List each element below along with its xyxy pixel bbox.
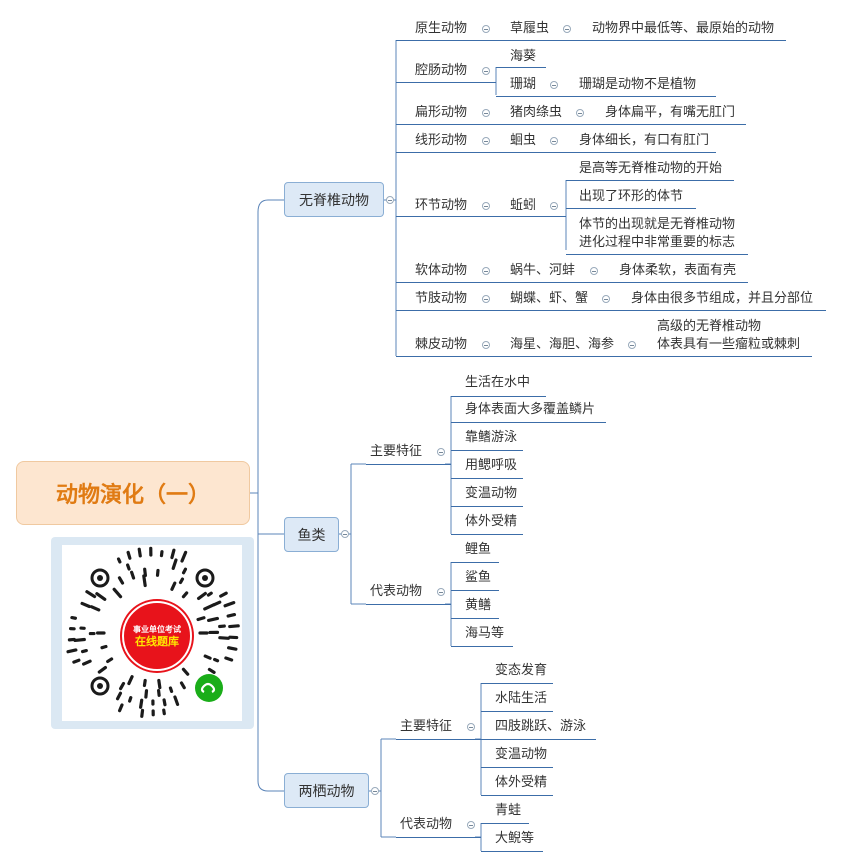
topic-platyhelminthes[interactable]: 扁形动物 — [415, 105, 468, 120]
note-annelida-3[interactable]: 体节的出现就是无脊椎动物 — [579, 217, 736, 232]
qr-pattern-icon — [66, 546, 240, 718]
note-coral[interactable]: 珊瑚是动物不是植物 — [579, 77, 697, 92]
fish-example-4[interactable]: 海马等 — [465, 626, 505, 641]
amphibian-feature-2[interactable]: 水陆生活 — [495, 691, 548, 706]
collapse-toggle-invertebrate[interactable] — [386, 196, 394, 204]
amphibian-feature-1[interactable]: 变态发育 — [495, 663, 548, 678]
collapse-toggle-fish[interactable] — [341, 530, 349, 538]
qr-code: 事业单位考试 在线题库 — [62, 545, 242, 721]
collapse-toggle[interactable] — [482, 295, 490, 303]
amphibian-feature-4[interactable]: 变温动物 — [495, 747, 548, 762]
branch-invertebrate[interactable]: 无脊椎动物 — [284, 182, 384, 217]
collapse-toggle[interactable] — [576, 109, 584, 117]
topic-fish-examples[interactable]: 代表动物 — [370, 584, 423, 599]
topic-amphibian-features[interactable]: 主要特征 — [400, 719, 453, 734]
topic-nematoda[interactable]: 线形动物 — [415, 133, 468, 148]
collapse-toggle[interactable] — [590, 267, 598, 275]
note-echinodermata-1[interactable]: 高级的无脊椎动物 — [657, 319, 762, 334]
branch-amphibian[interactable]: 两栖动物 — [284, 773, 369, 808]
topic-protozoa[interactable]: 原生动物 — [415, 21, 468, 36]
topic-arthropoda[interactable]: 节肢动物 — [415, 291, 468, 306]
collapse-toggle[interactable] — [628, 341, 636, 349]
collapse-toggle[interactable] — [550, 202, 558, 210]
qr-center-badge: 事业单位考试 在线题库 — [122, 601, 192, 671]
fish-feature-3[interactable]: 靠鳍游泳 — [465, 430, 518, 445]
note-mollusca[interactable]: 身体柔软，表面有壳 — [619, 263, 737, 278]
fish-feature-6[interactable]: 体外受精 — [465, 514, 518, 529]
collapse-toggle[interactable] — [482, 67, 490, 75]
branch-fish-label: 鱼类 — [297, 527, 326, 544]
fish-feature-4[interactable]: 用鳃呼吸 — [465, 458, 518, 473]
topic-snail-mussel[interactable]: 蜗牛、河蚌 — [510, 263, 576, 278]
collapse-toggle-amphibian[interactable] — [371, 787, 379, 795]
branch-invertebrate-label: 无脊椎动物 — [299, 192, 369, 209]
collapse-toggle[interactable] — [482, 137, 490, 145]
topic-butterfly-shrimp-crab[interactable]: 蝴蝶、虾、蟹 — [510, 291, 589, 306]
collapse-toggle[interactable] — [550, 81, 558, 89]
note-annelida-1[interactable]: 是高等无脊椎动物的开始 — [579, 161, 723, 176]
collapse-toggle[interactable] — [550, 137, 558, 145]
topic-echinodermata[interactable]: 棘皮动物 — [415, 337, 468, 352]
note-echinodermata-2[interactable]: 体表具有一些瘤粒或棘刺 — [657, 337, 801, 352]
amphibian-example-1[interactable]: 青蛙 — [495, 803, 522, 818]
topic-starfish-urchin-cucumber[interactable]: 海星、海胆、海参 — [510, 337, 615, 352]
note-annelida-2[interactable]: 出现了环形的体节 — [579, 189, 684, 204]
qr-badge-line2: 在线题库 — [135, 634, 179, 648]
note-protozoa[interactable]: 动物界中最低等、最原始的动物 — [592, 21, 775, 36]
collapse-toggle[interactable] — [467, 821, 475, 829]
fish-feature-2[interactable]: 身体表面大多覆盖鳞片 — [465, 402, 596, 417]
qr-code-panel: 事业单位考试 在线题库 — [51, 537, 254, 729]
collapse-toggle[interactable] — [482, 25, 490, 33]
collapse-toggle[interactable] — [563, 25, 571, 33]
collapse-toggle[interactable] — [482, 109, 490, 117]
note-nematoda[interactable]: 身体细长，有口有肛门 — [579, 133, 710, 148]
topic-paramecium[interactable]: 草履虫 — [510, 21, 550, 36]
amphibian-feature-5[interactable]: 体外受精 — [495, 775, 548, 790]
collapse-toggle[interactable] — [437, 448, 445, 456]
topic-coral[interactable]: 珊瑚 — [510, 77, 537, 92]
topic-amphibian-examples[interactable]: 代表动物 — [400, 817, 453, 832]
fish-feature-1[interactable]: 生活在水中 — [465, 375, 531, 390]
fish-example-1[interactable]: 鲤鱼 — [465, 542, 492, 557]
topic-tapeworm[interactable]: 猪肉绦虫 — [510, 105, 563, 120]
topic-sea-anemone[interactable]: 海葵 — [510, 49, 537, 64]
collapse-toggle[interactable] — [482, 202, 490, 210]
amphibian-example-2[interactable]: 大鲵等 — [495, 831, 535, 846]
collapse-toggle[interactable] — [602, 295, 610, 303]
topic-mollusca[interactable]: 软体动物 — [415, 263, 468, 278]
amphibian-feature-3[interactable]: 四肢跳跃、游泳 — [495, 719, 587, 734]
mini-program-logo-icon — [195, 674, 223, 702]
topic-earthworm[interactable]: 蚯蚓 — [510, 198, 537, 213]
collapse-toggle[interactable] — [467, 723, 475, 731]
topic-roundworm[interactable]: 蛔虫 — [510, 133, 537, 148]
root-topic[interactable]: 动物演化（一） — [16, 461, 250, 525]
note-annelida-4[interactable]: 进化过程中非常重要的标志 — [579, 235, 736, 250]
branch-fish[interactable]: 鱼类 — [284, 517, 339, 552]
fish-feature-5[interactable]: 变温动物 — [465, 486, 518, 501]
topic-annelida[interactable]: 环节动物 — [415, 198, 468, 213]
note-platyhelminthes[interactable]: 身体扁平，有嘴无肛门 — [605, 105, 736, 120]
collapse-toggle[interactable] — [482, 341, 490, 349]
topic-coelenterata[interactable]: 腔肠动物 — [415, 63, 468, 78]
fish-example-3[interactable]: 黄鳝 — [465, 598, 492, 613]
topic-fish-features[interactable]: 主要特征 — [370, 444, 423, 459]
fish-example-2[interactable]: 鲨鱼 — [465, 570, 492, 585]
qr-badge-line1: 事业单位考试 — [133, 624, 181, 634]
collapse-toggle[interactable] — [482, 267, 490, 275]
collapse-toggle[interactable] — [437, 588, 445, 596]
note-arthropoda[interactable]: 身体由很多节组成，并且分部位 — [631, 291, 814, 306]
branch-amphibian-label: 两栖动物 — [298, 783, 355, 800]
